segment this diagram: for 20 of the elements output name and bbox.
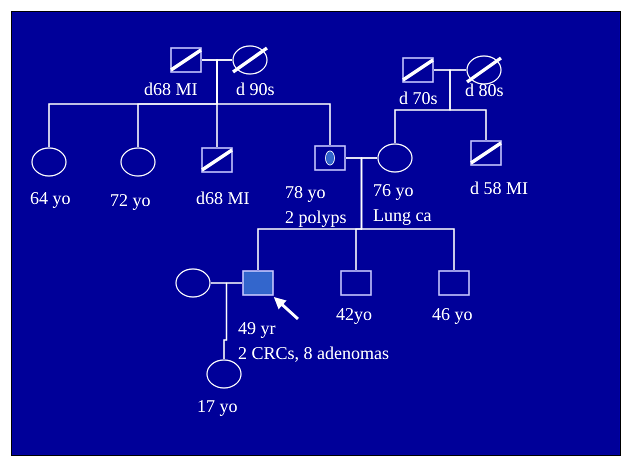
age-note: d68 MI — [196, 187, 250, 210]
descent-line — [223, 282, 242, 359]
descent-line — [449, 69, 487, 140]
pointer-arrow — [274, 296, 299, 320]
age-note: 46 yo — [432, 303, 472, 326]
age-note: d68 MI — [144, 78, 198, 101]
age-note: d 80s — [465, 79, 504, 102]
age-note: 49 yr — [238, 317, 276, 340]
age-note: d 90s — [236, 78, 275, 101]
age-note: 17 yo — [197, 395, 238, 418]
age-note: 64 yo — [30, 187, 70, 210]
age-note: 2 CRCs, 8 adenomas — [238, 342, 389, 365]
age-note: Lung ca — [373, 204, 432, 227]
age-note: d 58 MI — [470, 177, 528, 200]
age-note: 76 yo — [373, 179, 414, 202]
age-note: 72 yo — [110, 189, 150, 212]
age-note: 2 polyps — [285, 206, 347, 229]
age-note: 78 yo — [285, 181, 326, 204]
age-note: d 70s — [399, 87, 438, 110]
age-note: 42yo — [336, 303, 372, 326]
